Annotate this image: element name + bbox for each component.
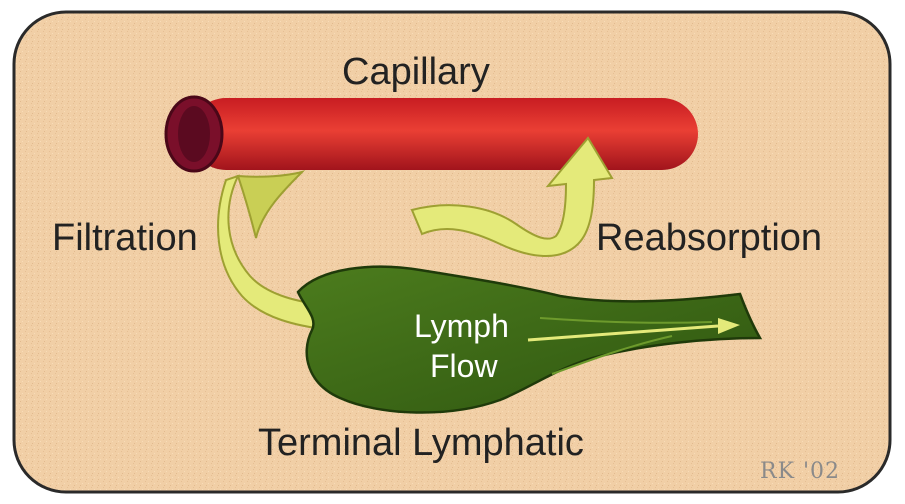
terminal-lymphatic-label: Terminal Lymphatic: [258, 424, 584, 462]
capillary-label: Capillary: [342, 53, 490, 91]
lymph-flow-label-line2: Flow: [430, 350, 498, 382]
reabsorption-label: Reabsorption: [596, 219, 822, 257]
filtration-label: Filtration: [52, 219, 198, 257]
author-signature: RK '02: [760, 461, 840, 483]
capillary-vessel: [166, 97, 698, 171]
lymph-flow-label-line1: Lymph: [414, 310, 509, 342]
